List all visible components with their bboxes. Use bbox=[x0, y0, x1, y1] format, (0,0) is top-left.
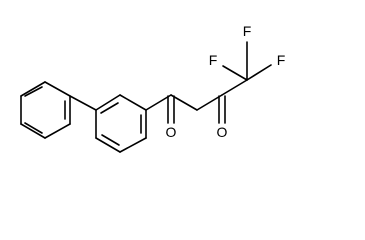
atom-oxygen-right: O bbox=[217, 124, 228, 140]
carbonyl-bond-left bbox=[167, 95, 175, 124]
atom-fluorine-right: F bbox=[277, 52, 286, 68]
chemical-structure: F F F O O bbox=[20, 23, 286, 153]
bond-ring-carbonyl bbox=[145, 94, 172, 111]
trifluoromethyl-bonds bbox=[222, 41, 272, 81]
bond-carbonyl-cf3 bbox=[221, 79, 248, 96]
atom-fluorine-left: F bbox=[209, 52, 218, 68]
bond-methylene-carbonyl bbox=[196, 94, 223, 111]
atom-oxygen-left: O bbox=[166, 124, 177, 140]
atom-fluorine-top: F bbox=[243, 23, 252, 39]
carbonyl-bond-right bbox=[218, 95, 226, 124]
phenyl-ring-left bbox=[20, 81, 71, 139]
phenyl-ring-right bbox=[95, 94, 147, 153]
biaryl-bond bbox=[69, 95, 97, 111]
bond-carbonyl-methylene bbox=[170, 94, 198, 111]
